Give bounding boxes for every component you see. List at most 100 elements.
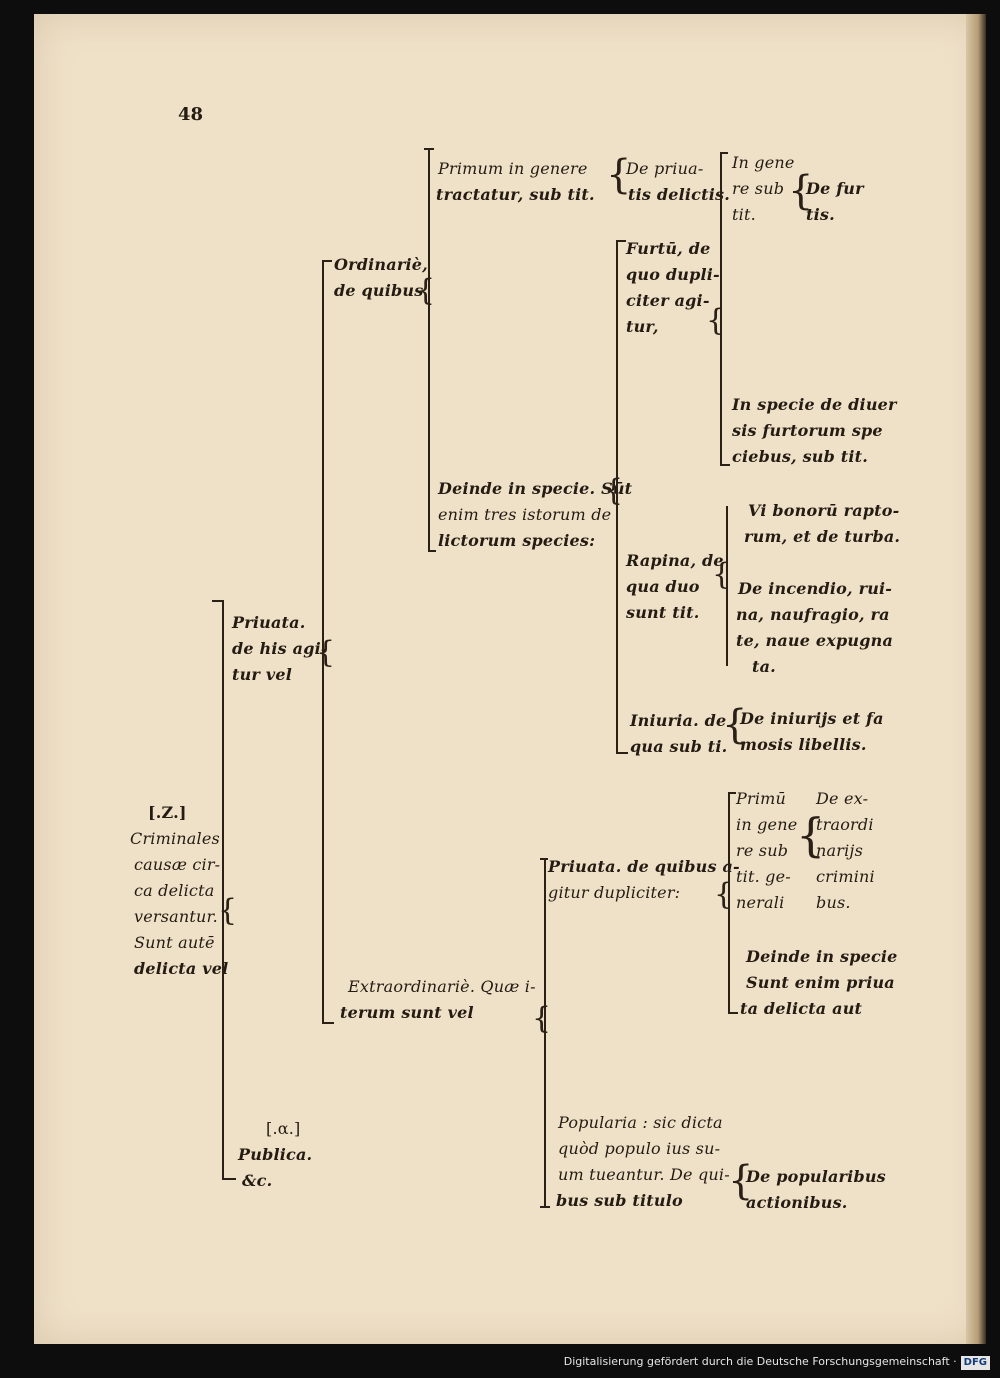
bracket-in-genere-bottom-tick [720, 464, 730, 466]
brace-in-genere: { [788, 168, 814, 214]
bracket-priuata2-top-tick [728, 792, 736, 794]
de-popularibus-line-1: De popularibus [746, 1167, 886, 1186]
vi-bonorum-line-1: Vi bonorū rapto- [748, 501, 900, 520]
root-line-2: causæ cir- [134, 855, 221, 874]
in-specie-line-1: In specie de diuer [732, 395, 897, 414]
de-extra-line-4: crimini [816, 867, 875, 886]
publica-marker: [.α.] [266, 1119, 301, 1138]
bracket-extra-bottom-tick [540, 1206, 550, 1208]
bracket-root-top-tick [212, 600, 224, 602]
de-incendio-line-1: De incendio, rui- [738, 579, 893, 598]
brace-deinde: { [604, 473, 624, 508]
brace-primum: { [606, 152, 632, 198]
bracket-rapina-vertical [726, 506, 728, 666]
de-iniuriis-line-2: mosis libellis. [740, 735, 867, 754]
brace-furtum: { [706, 303, 726, 338]
bracket-privata-top-tick [322, 260, 332, 262]
in-specie-line-3: ciebus, sub tit. [732, 447, 868, 466]
popularia-line-3: um tueantur. De qui- [558, 1165, 730, 1184]
bracket-deinde-vertical [616, 240, 618, 754]
ordinarie-line-2: de quibus [334, 281, 424, 300]
book-page [34, 14, 984, 1344]
bracket-root-vertical [222, 600, 224, 1180]
root-line-4: versantur. [134, 907, 218, 926]
brace-iniuria: { [722, 702, 748, 748]
de-priuatis-line-1: De priua- [626, 159, 704, 178]
primu-line-5: nerali [736, 893, 785, 912]
de-furtis-line-1: De fur [806, 179, 864, 198]
primum-line-2: tractatur, sub tit. [436, 185, 595, 204]
privata-line-1: Priuata. [232, 613, 306, 632]
root-line-6: delicta vel [134, 959, 229, 978]
root-line-3: ca delicta [134, 881, 215, 900]
extraordinarie-line-1: Extraordinariè. Quæ i- [348, 977, 536, 996]
popularia-line-2: quòd populo ius su- [558, 1139, 721, 1158]
rapina-line-1: Rapina, de [626, 551, 724, 570]
de-extra-line-1: De ex- [816, 789, 869, 808]
de-extra-line-2: traordi [816, 815, 874, 834]
primu-line-1: Primū [736, 789, 787, 808]
bracket-in-genere-top-tick [720, 152, 728, 154]
privata-line-3: tur vel [232, 665, 292, 684]
page-number: 48 [178, 104, 204, 125]
furtum-line-4: tur, [626, 317, 659, 336]
root-marker: [.Z.] [148, 803, 187, 822]
deinde2-line-2: Sunt enim priua [746, 973, 895, 992]
brace-root: { [218, 893, 238, 928]
bracket-extra-top-tick [540, 858, 548, 860]
in-genere-line-3: tit. [732, 205, 756, 224]
deinde2-line-3: ta delicta aut [740, 999, 863, 1018]
page-edge [966, 14, 986, 1344]
de-priuatis-line-2: tis delictis. [628, 185, 730, 204]
de-incendio-line-3: te, naue expugna [736, 631, 894, 650]
popularia-line-1: Popularia : sic dicta [558, 1113, 723, 1132]
de-popularibus-line-2: actionibus. [746, 1193, 848, 1212]
publica-line-1: Publica. [238, 1145, 313, 1164]
furtum-line-3: citer agi- [626, 291, 710, 310]
bracket-extra-vertical [544, 858, 546, 1208]
bracket-deinde-bottom-tick [616, 752, 628, 754]
ordinarie-line-1: Ordinariè, [334, 255, 428, 274]
primu-line-3: re sub [736, 841, 789, 860]
primu-line-2: in gene [736, 815, 798, 834]
rapina-line-3: sunt tit. [626, 603, 700, 622]
brace-ordinarie: { [416, 273, 436, 308]
in-genere-line-2: re sub [732, 179, 785, 198]
priuata-de-quibus-line-2: gitur dupliciter: [548, 883, 681, 902]
privata-line-2: de his agi- [232, 639, 328, 658]
de-extra-line-3: narijs [816, 841, 863, 860]
in-specie-line-2: sis furtorum spe [732, 421, 883, 440]
bracket-ordinarie-bottom-tick [428, 550, 436, 552]
brace-primu: { [796, 808, 826, 862]
footer-credit-text: Digitalisierung gefördert durch die Deut… [563, 1355, 957, 1368]
popularia-line-4: bus sub titulo [556, 1191, 683, 1210]
bracket-ordinarie-top-tick [424, 148, 434, 150]
iniuria-line-2: qua sub ti. [630, 737, 728, 756]
dfg-logo: DFG [960, 1356, 990, 1370]
bracket-privata-vertical [322, 260, 324, 1024]
root-line-5: Sunt autē [134, 933, 215, 952]
vi-bonorum-line-2: rum, et de turba. [744, 527, 901, 546]
in-genere-line-1: In gene [732, 153, 795, 172]
bracket-root-bottom-tick [222, 1178, 236, 1180]
brace-priuata2: { [714, 877, 734, 912]
deinde-line-3: lictorum species: [438, 531, 596, 550]
brace-rapina: { [712, 557, 732, 592]
bracket-priuata2-vertical [728, 792, 730, 1014]
furtum-line-2: quo dupli- [626, 265, 720, 284]
de-incendio-line-2: na, naufragio, ra [736, 605, 890, 624]
publica-line-2: &c. [242, 1171, 273, 1190]
extraordinarie-line-2: terum sunt vel [340, 1003, 474, 1022]
brace-extra: { [532, 1001, 552, 1036]
primu-line-4: tit. ge- [736, 867, 791, 886]
brace-popularia: { [728, 1158, 754, 1204]
bracket-ordinarie-vertical [428, 148, 430, 552]
deinde2-line-1: Deinde in specie [746, 947, 898, 966]
root-line-1: Criminales [130, 829, 220, 848]
brace-privata: { [316, 635, 336, 670]
de-iniuriis-line-1: De iniurijs et fa [740, 709, 884, 728]
deinde-line-2: enim tres istorum de [438, 505, 612, 524]
bracket-deinde-top-tick [616, 240, 626, 242]
primum-line-1: Primum in genere [438, 159, 588, 178]
footer-credit: Digitalisierung gefördert durch die Deut… [564, 1355, 990, 1370]
